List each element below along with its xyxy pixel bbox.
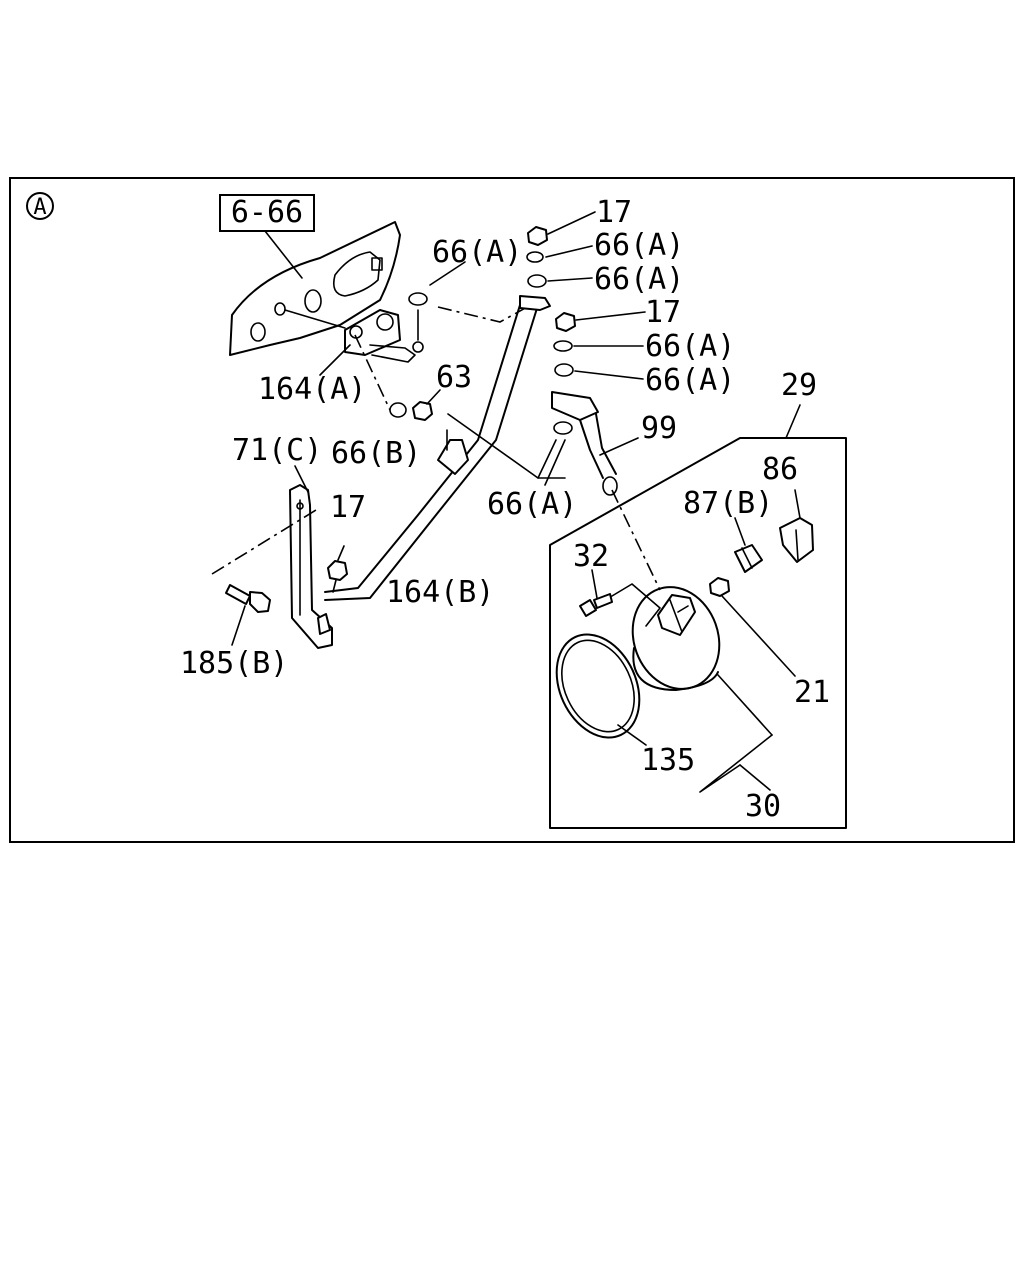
section-marker-label: A xyxy=(33,195,46,220)
section-marker: A xyxy=(26,192,54,220)
bolt-185b xyxy=(225,584,271,613)
clip-87b xyxy=(734,544,763,573)
label-66b: 66(B) xyxy=(331,436,421,471)
label-66a-5: 66(A) xyxy=(487,487,577,522)
label-66a-left: 66(A) xyxy=(432,235,522,270)
label-17-low: 17 xyxy=(330,490,366,525)
washer-66a-1 xyxy=(526,251,544,263)
label-63: 63 xyxy=(436,360,472,395)
cab-panel xyxy=(229,221,401,356)
nut-17-mid xyxy=(555,312,576,332)
washer-66b xyxy=(389,402,407,418)
label-17-mid: 17 xyxy=(645,295,681,330)
label-87b: 87(B) xyxy=(683,486,773,521)
nut-17-top xyxy=(527,226,548,246)
label-71c: 71(C) xyxy=(232,433,322,468)
label-17-top: 17 xyxy=(596,195,632,230)
nut-17-low xyxy=(327,560,348,581)
mirror-assembly-box xyxy=(549,437,847,829)
label-164a: 164(A) xyxy=(258,372,366,407)
washer-66a-left xyxy=(408,292,428,306)
reference-box: 6-66 xyxy=(219,194,315,232)
mirror-stay-164b xyxy=(324,295,551,601)
nut-63 xyxy=(412,401,433,421)
label-86: 86 xyxy=(762,452,798,487)
diagram-frame xyxy=(9,177,1015,843)
label-164b: 164(B) xyxy=(386,575,494,610)
label-185b: 185(B) xyxy=(180,646,288,681)
bracket-71c xyxy=(289,484,333,649)
label-21: 21 xyxy=(794,675,830,710)
label-66a-3: 66(A) xyxy=(645,329,735,364)
screw-32 xyxy=(579,593,613,617)
nut-21 xyxy=(709,577,730,597)
bracket-164a xyxy=(344,309,424,363)
washer-66a-4 xyxy=(554,363,574,377)
label-66a-1: 66(A) xyxy=(594,228,684,263)
cap-86 xyxy=(779,517,814,563)
reference-box-label: 6-66 xyxy=(231,195,303,230)
mirror-glass-135 xyxy=(555,633,641,739)
label-66a-2: 66(A) xyxy=(594,262,684,297)
label-30: 30 xyxy=(745,789,781,824)
label-29: 29 xyxy=(781,368,817,403)
label-32: 32 xyxy=(573,539,609,574)
label-66a-4: 66(A) xyxy=(645,363,735,398)
washer-66a-5 xyxy=(553,421,573,435)
label-135: 135 xyxy=(641,743,695,778)
label-99: 99 xyxy=(641,411,677,446)
washer-66a-2 xyxy=(527,274,547,288)
mirror-body xyxy=(631,586,721,691)
mirror-arm-99 xyxy=(551,391,618,496)
washer-66a-3 xyxy=(553,340,573,352)
